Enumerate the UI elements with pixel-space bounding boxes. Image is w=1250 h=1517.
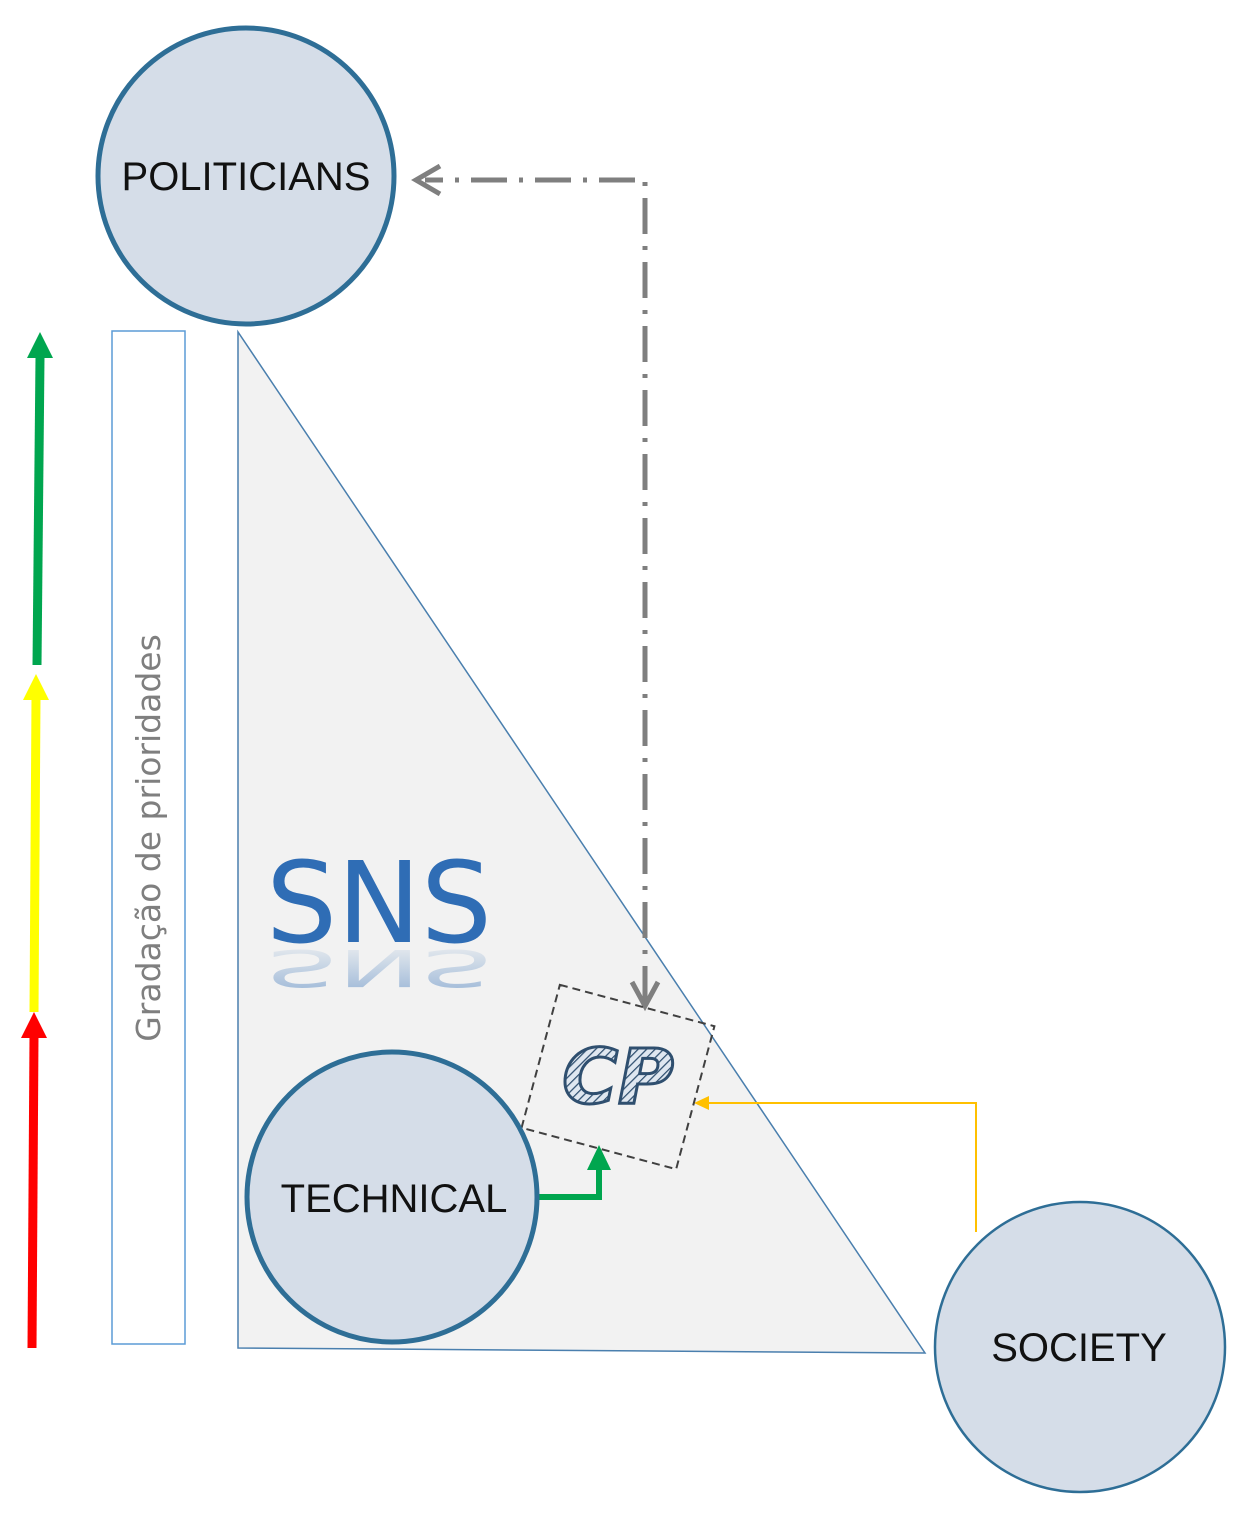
society-arrowhead [694, 1096, 709, 1110]
technical-label: TECHNICAL [281, 1177, 508, 1221]
dash-dot-line [425, 177, 648, 1002]
priority-bar-frame [111, 330, 186, 1345]
yellow-arrow [29, 696, 41, 1013]
sns-label: SNS [266, 839, 492, 969]
technical-circle [244, 1049, 540, 1345]
politicians-label: POLITICIANS [122, 155, 371, 199]
green-arrow [32, 356, 45, 666]
sns-label-group: SNS SNS [266, 839, 492, 996]
technical-cp-link [534, 1145, 611, 1200]
yellow-arrowhead [23, 674, 49, 700]
red-arrow [27, 1034, 39, 1349]
society-label: SOCIETY [991, 1326, 1167, 1370]
technical-arrowhead [587, 1145, 611, 1170]
priority-bar: Gradação de prioridades [111, 330, 186, 1345]
politicians-cp-link [411, 163, 661, 1012]
green-arrowhead [27, 332, 53, 358]
arrow-to-cp [629, 980, 661, 1012]
society-circle [933, 1200, 1227, 1494]
cp-box-frame [520, 983, 716, 1171]
sns-label-reflection: SNS [266, 938, 492, 997]
red-arrowhead [21, 1012, 47, 1038]
cp-box: CP [520, 983, 716, 1171]
priority-bar-label: Gradação de prioridades [129, 634, 168, 1042]
society-arrow-line [705, 1102, 977, 1232]
politicians-circle [95, 25, 397, 327]
technical-node: TECHNICAL [244, 1049, 540, 1345]
cp-label: CP [562, 1032, 673, 1121]
politicians-node: POLITICIANS [95, 25, 397, 327]
arrow-to-politicians [411, 163, 442, 197]
society-node: SOCIETY [933, 1200, 1227, 1494]
technical-arrow-line [534, 1168, 602, 1200]
priority-arrows [21, 332, 53, 1349]
society-cp-link [694, 1096, 977, 1232]
